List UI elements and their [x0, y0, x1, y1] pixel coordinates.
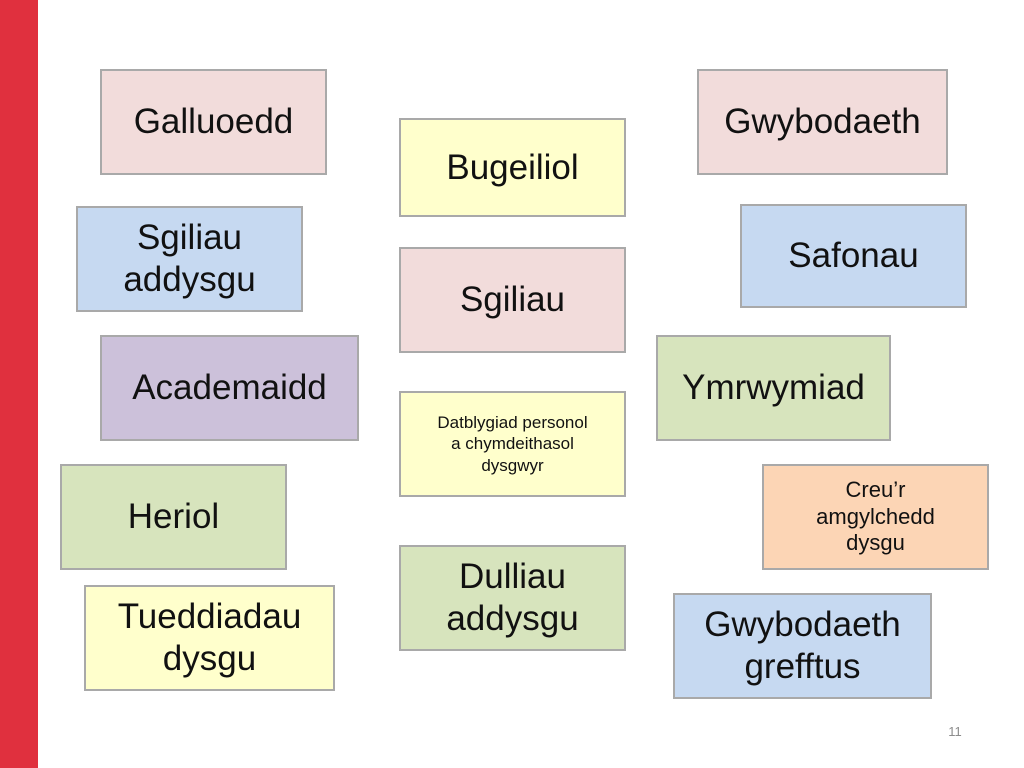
card-galluoedd: Galluoedd — [100, 69, 327, 175]
card-gwybodaeth: Gwybodaeth — [697, 69, 948, 175]
card-dulliau-addysgu: Dulliau addysgu — [399, 545, 626, 651]
card-gwybodaeth-grefftus: Gwybodaeth grefftus — [673, 593, 932, 699]
card-sgiliau: Sgiliau — [399, 247, 626, 353]
card-ymrwymiad: Ymrwymiad — [656, 335, 891, 441]
card-bugeiliol: Bugeiliol — [399, 118, 626, 217]
card-tueddiadau-dysgu: Tueddiadau dysgu — [84, 585, 335, 691]
accent-bar — [0, 0, 38, 768]
card-creur-amgylchedd: Creu’r amgylchedd dysgu — [762, 464, 989, 570]
card-heriol: Heriol — [60, 464, 287, 570]
card-sgiliau-addysgu: Sgiliau addysgu — [76, 206, 303, 312]
page-number: 11 — [948, 724, 962, 739]
card-academaidd: Academaidd — [100, 335, 359, 441]
card-datblygiad: Datblygiad personol a chymdeithasol dysg… — [399, 391, 626, 497]
card-safonau: Safonau — [740, 204, 967, 308]
